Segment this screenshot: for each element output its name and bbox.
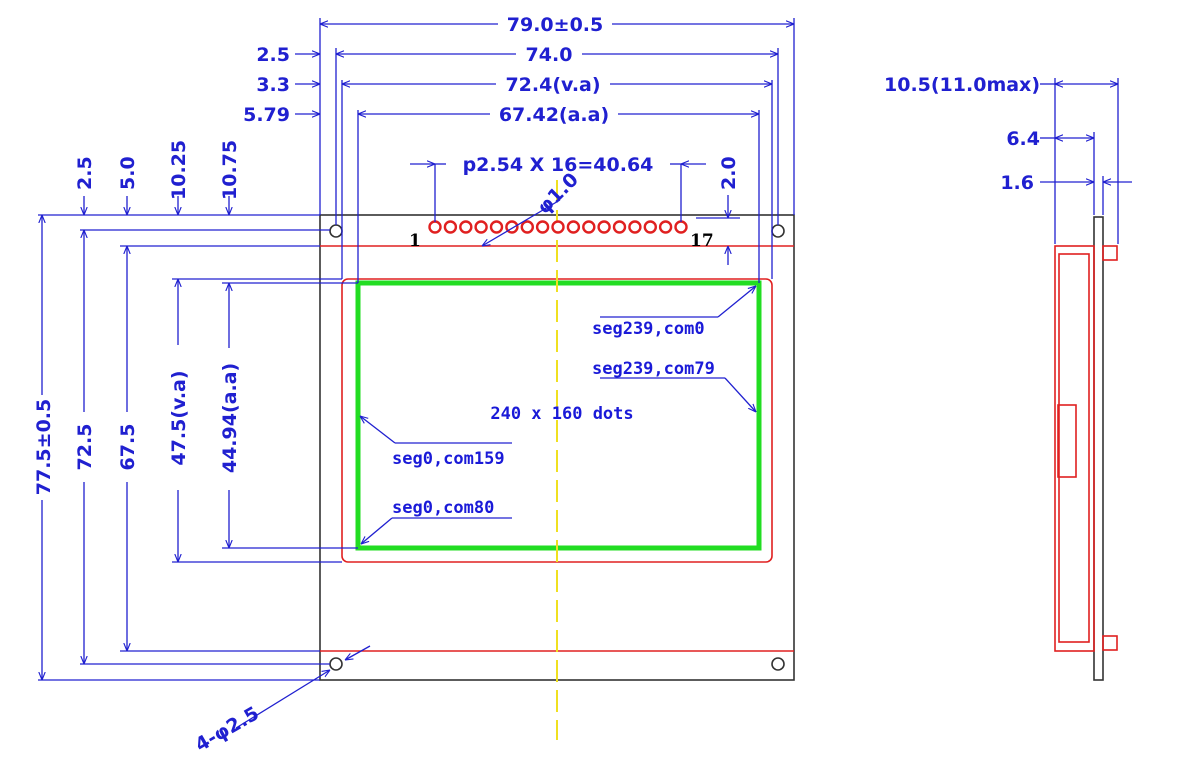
side-header-top	[1102, 245, 1118, 261]
pin-pad	[658, 220, 673, 234]
dim-offset-top-3: 10.25	[168, 140, 190, 200]
side-lcd-body	[1054, 245, 1095, 652]
display-annotations: seg239,com0 seg239,com79 240 x 160 dots …	[360, 286, 756, 544]
pin-pad	[474, 220, 488, 234]
side-view: 10.5(11.0max) 6.4 1.6	[884, 74, 1132, 681]
side-lcd-glass	[1058, 253, 1090, 643]
label-seg0-com159: seg0,com159	[392, 449, 505, 469]
side-total-thickness: 10.5(11.0max)	[884, 74, 1040, 96]
side-header-bottom	[1102, 635, 1118, 651]
dim-pin-pitch: p2.54 X 16=40.64	[463, 154, 654, 176]
side-bezel-tab	[1057, 404, 1077, 478]
side-pcb-thickness: 1.6	[1000, 172, 1034, 194]
pin-row	[428, 220, 688, 234]
mount-hole-bottom-right	[771, 657, 785, 671]
side-thickness-2: 6.4	[1006, 128, 1040, 150]
dim-inner-height: 67.5	[117, 424, 139, 471]
dim-va-width: 72.4(v.a)	[505, 74, 600, 96]
pin-first-label: 1	[409, 231, 421, 251]
dim-pcb-width: 74.0	[526, 44, 573, 66]
pin-pad	[428, 220, 442, 234]
label-seg239-com79: seg239,com79	[592, 359, 715, 379]
dim-offset-top-1: 2.5	[74, 156, 96, 190]
front-view: 1 17	[319, 180, 795, 740]
dim-offset-aa-x: 5.79	[243, 104, 290, 126]
pin-pad	[612, 220, 627, 234]
dim-mount-holes: 4-φ2.5	[192, 702, 263, 756]
display-resolution: 240 x 160 dots	[490, 404, 633, 424]
active-area-outline	[355, 280, 762, 551]
label-seg239-com0: seg239,com0	[592, 319, 705, 339]
dim-outline-height: 77.5±0.5	[33, 399, 55, 495]
pin-pad	[628, 220, 642, 234]
pin-pad	[674, 220, 688, 234]
vertical-dimensions: 77.5±0.5 72.5 2.5 67.5 5.0 47.5(v.a) 10.…	[33, 140, 371, 756]
pin-pad	[582, 220, 596, 234]
pin-pad	[643, 220, 657, 234]
pin-pad	[489, 220, 504, 234]
mount-hole-top-left	[329, 224, 343, 238]
dim-pcb-height: 72.5	[74, 424, 96, 471]
pin-pad	[566, 220, 581, 234]
pin-pad	[535, 220, 550, 234]
dim-outline-width: 79.0±0.5	[507, 14, 603, 36]
mount-hole-bottom-left	[329, 657, 343, 671]
mount-hole-top-right	[771, 224, 785, 238]
dim-offset-va-x: 3.3	[256, 74, 290, 96]
pin-pad	[551, 220, 565, 234]
side-pcb	[1093, 216, 1104, 681]
pin-last-label: 17	[690, 231, 714, 251]
pin-pad	[443, 220, 458, 234]
dim-offset-top-4: 10.75	[219, 140, 241, 200]
dim-aa-width: 67.42(a.a)	[499, 104, 609, 126]
dim-offset-pcb-x: 2.5	[256, 44, 290, 66]
pin-pad	[520, 220, 534, 234]
pin-pad	[597, 220, 611, 234]
dim-pin-offset: 2.0	[718, 156, 740, 190]
dim-aa-height: 44.94(a.a)	[219, 363, 241, 473]
label-seg0-com80: seg0,com80	[392, 498, 494, 518]
dim-offset-top-2: 5.0	[117, 156, 139, 190]
dim-va-height: 47.5(v.a)	[168, 370, 190, 465]
pin-pad	[459, 220, 473, 234]
